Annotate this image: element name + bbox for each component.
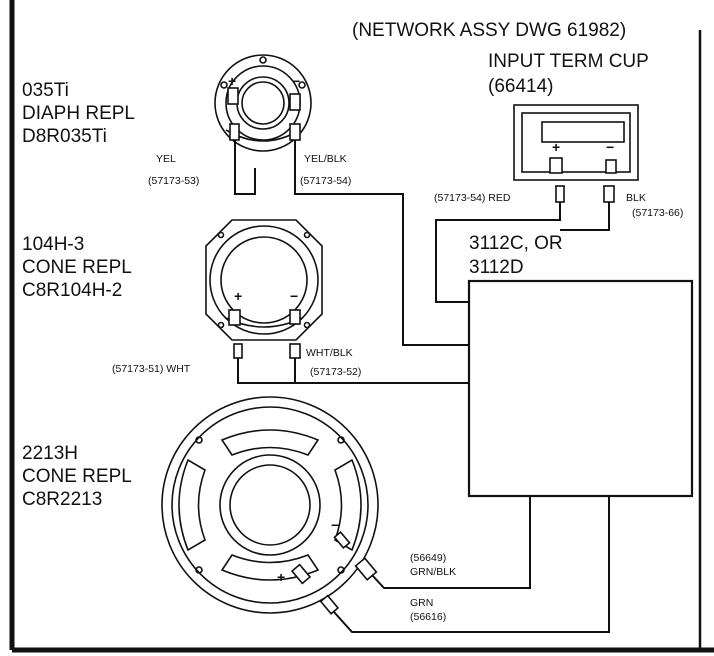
- 2213-desc: CONE REPL: [22, 466, 132, 487]
- 2213-model: 2213H: [22, 443, 78, 464]
- 104-desc: CONE REPL: [22, 257, 132, 278]
- input-term-cup-label: INPUT TERM CUP: [488, 51, 649, 72]
- 2213-wire-grnblk: GRN/BLK: [410, 566, 456, 578]
- 035-minus: −: [292, 73, 300, 89]
- frame: [9, 0, 714, 653]
- 2213-minus: −: [331, 517, 339, 533]
- 035-terminal-plus: [227, 87, 239, 105]
- 2213-wire-grn: GRN: [410, 597, 433, 609]
- 104-minus: −: [290, 288, 298, 304]
- cup-wire-red: (57173-54) RED: [434, 192, 511, 204]
- network-box: [467, 279, 694, 498]
- driver-035ti: [214, 54, 312, 152]
- network-model-2: 3112D: [469, 257, 524, 278]
- 035-desc: DIAPH REPL: [22, 103, 135, 124]
- 104-wire-whtblk-part: (57173-52): [310, 366, 361, 378]
- 035-plus: +: [228, 73, 236, 89]
- 035-model: 035Ti: [22, 80, 69, 101]
- 035-wire-yelblk-part: (57173-54): [300, 175, 351, 187]
- driver-104h3: [205, 219, 323, 359]
- cup-wire-blk: BLK: [626, 192, 646, 204]
- 2213-part: C8R2213: [22, 489, 102, 510]
- network-assy-label: (NETWORK ASSY DWG 61982): [352, 20, 626, 41]
- 104-model: 104H-3: [22, 234, 84, 255]
- 035-wire-yel: YEL: [156, 153, 176, 165]
- 035-wire-yelblk: YEL/BLK: [304, 153, 347, 165]
- 104-wire-wht: (57173-51) WHT: [112, 363, 191, 375]
- cup-plus: +: [552, 139, 560, 155]
- network-model-1: 3112C, OR: [469, 233, 563, 254]
- 2213-wire-grn-part: (56616): [410, 611, 446, 623]
- cup-minus: −: [606, 139, 614, 155]
- driver-2213h: [161, 396, 379, 615]
- 2213-plus: +: [277, 569, 285, 585]
- input-term-cup-part: (66414): [488, 76, 554, 97]
- 035-wire-yel-part: (57173-53): [148, 175, 199, 187]
- 104-plus: +: [234, 288, 242, 304]
- 2213-wire-grnblk-part: (56649): [410, 552, 446, 564]
- 104-part: C8R104H-2: [22, 280, 122, 301]
- 104-wire-whtblk: WHT/BLK: [306, 347, 353, 359]
- cup-wire-blk-part: (57173-66): [632, 207, 683, 219]
- input-term-cup: [513, 104, 639, 203]
- wires: [234, 140, 610, 633]
- 035-part: D8R035Ti: [22, 126, 107, 147]
